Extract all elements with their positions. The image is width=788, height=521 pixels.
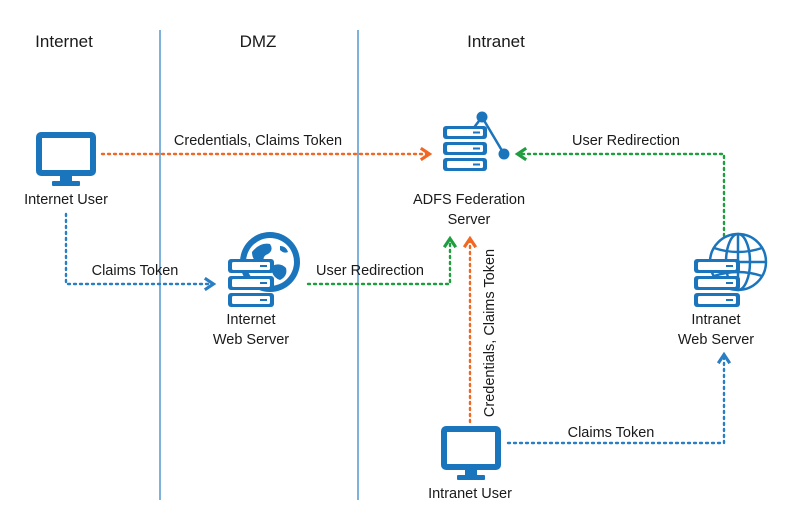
node-label-intranet-user: Intranet User — [428, 486, 512, 502]
server-globe-icon — [694, 232, 768, 307]
flow-intranet-credentials: Credentials, Claims Token — [462, 235, 498, 424]
node-intranet-user: Intranet User — [428, 426, 512, 502]
node-label-internet-user: Internet User — [24, 192, 108, 208]
server-globe-icon — [228, 232, 300, 307]
flow-intranet-redirection: User Redirection — [514, 133, 726, 238]
zone-label-intranet: Intranet — [467, 32, 525, 51]
node-internet-web-server: Internet Web Server — [213, 232, 300, 348]
flow-label-intranet-claims: Claims Token — [568, 425, 655, 441]
flow-label-internet-credentials: Credentials, Claims Token — [174, 133, 342, 149]
node-internet-user: Internet User — [24, 132, 108, 208]
flow-label-internet-claims: Claims Token — [92, 263, 179, 279]
flow-internet-claims: Claims Token — [64, 212, 217, 292]
server-hierarchy-icon — [443, 111, 510, 171]
node-label-adfs-line1: ADFS Federation — [413, 192, 525, 208]
monitor-icon — [441, 426, 501, 480]
zone-label-dmz: DMZ — [240, 32, 277, 51]
node-intranet-web-server: Intranet Web Server — [678, 232, 768, 348]
zone-label-internet: Internet — [35, 32, 93, 51]
node-label-internet-web-line2: Web Server — [213, 332, 289, 348]
flow-label-intranet-redirection: User Redirection — [572, 133, 680, 149]
node-adfs-server: ADFS Federation Server — [413, 111, 525, 228]
node-label-internet-web-line1: Internet — [226, 312, 275, 328]
flow-label-dmz-redirection: User Redirection — [316, 263, 424, 279]
flow-label-intranet-credentials: Credentials, Claims Token — [482, 249, 498, 417]
flow-internet-credentials: Credentials, Claims Token — [100, 133, 433, 162]
flow-dmz-redirection: User Redirection — [306, 235, 458, 286]
node-label-intranet-web-line2: Web Server — [678, 332, 754, 348]
flow-intranet-claims: Claims Token — [506, 351, 732, 445]
node-label-adfs-line2: Server — [448, 212, 491, 228]
monitor-icon — [36, 132, 96, 186]
node-label-intranet-web-line1: Intranet — [691, 312, 740, 328]
